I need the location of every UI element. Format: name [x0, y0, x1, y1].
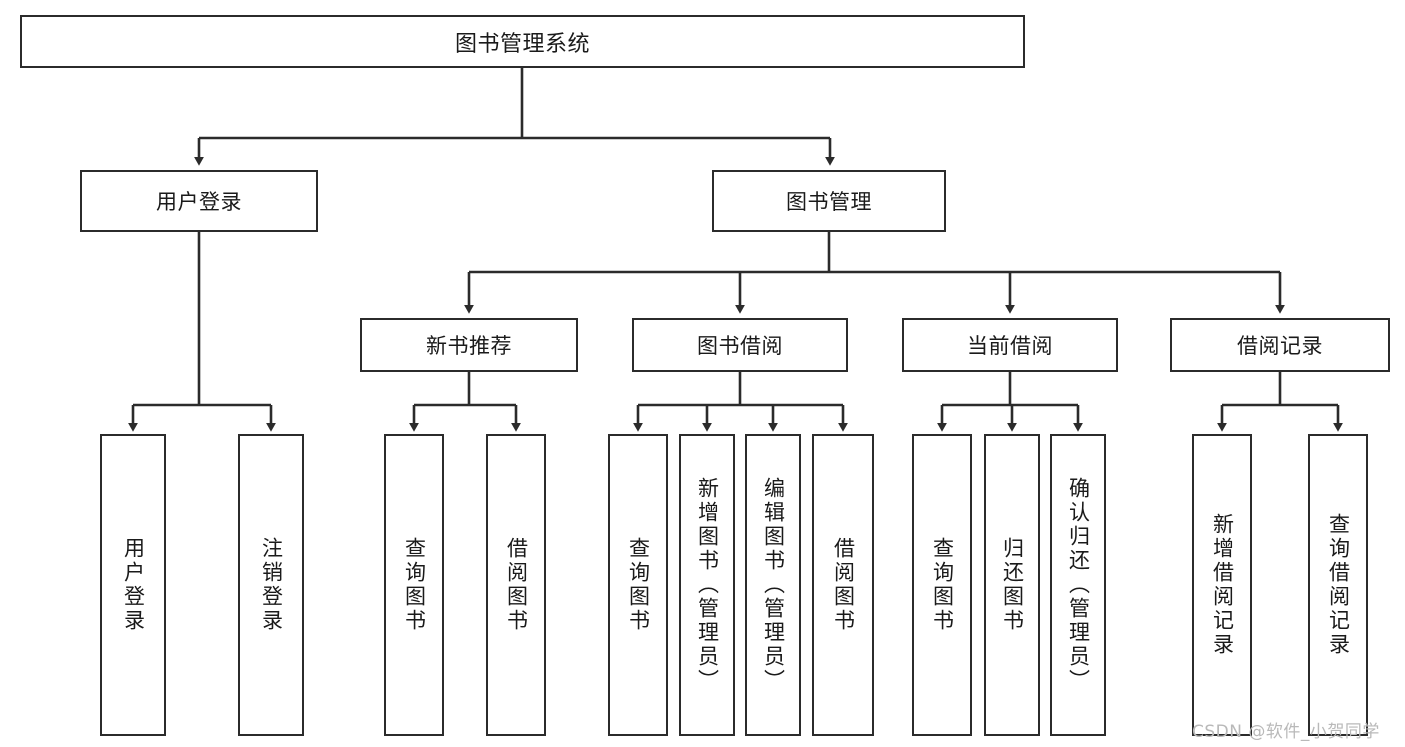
node-label: 用户登录	[156, 190, 242, 214]
node-label: 查询图书	[626, 537, 651, 633]
node-label: 用户登录	[121, 537, 146, 633]
node-label: 新增图书（管理员）	[695, 477, 720, 693]
node-book-management[interactable]: 图书管理	[712, 170, 946, 232]
leaf-borrow-books-newbook[interactable]: 借阅图书	[486, 434, 546, 736]
node-label: 借阅记录	[1237, 334, 1323, 358]
leaf-user-login[interactable]: 用户登录	[100, 434, 166, 736]
node-label: 查询图书	[930, 537, 955, 633]
leaf-borrow-books[interactable]: 借阅图书	[812, 434, 874, 736]
leaf-query-books-current[interactable]: 查询图书	[912, 434, 972, 736]
node-root-system[interactable]: 图书管理系统	[20, 15, 1025, 68]
leaf-query-borrow-record[interactable]: 查询借阅记录	[1308, 434, 1368, 736]
leaf-query-books-borrow[interactable]: 查询图书	[608, 434, 668, 736]
leaf-query-books-newbook[interactable]: 查询图书	[384, 434, 444, 736]
node-label: 图书管理系统	[454, 31, 590, 57]
node-label: 借阅图书	[831, 537, 856, 633]
node-label: 归还图书	[1000, 537, 1025, 633]
node-label: 当前借阅	[967, 334, 1053, 358]
node-label: 编辑图书（管理员）	[761, 477, 786, 693]
node-label: 新书推荐	[426, 334, 512, 358]
node-label: 确认归还（管理员）	[1066, 477, 1091, 693]
node-label: 图书管理	[786, 190, 872, 214]
leaf-add-book-admin[interactable]: 新增图书（管理员）	[679, 434, 735, 736]
node-label: 借阅图书	[504, 537, 529, 633]
leaf-add-borrow-record[interactable]: 新增借阅记录	[1192, 434, 1252, 736]
leaf-logout[interactable]: 注销登录	[238, 434, 304, 736]
leaf-confirm-return-admin[interactable]: 确认归还（管理员）	[1050, 434, 1106, 736]
node-user-login[interactable]: 用户登录	[80, 170, 318, 232]
node-new-book-recommend[interactable]: 新书推荐	[360, 318, 578, 372]
node-current-borrow[interactable]: 当前借阅	[902, 318, 1118, 372]
node-label: 新增借阅记录	[1210, 513, 1235, 657]
csdn-watermark: CSDN @软件_小贺同学	[1192, 722, 1380, 742]
node-label: 图书借阅	[697, 334, 783, 358]
node-borrow-records[interactable]: 借阅记录	[1170, 318, 1390, 372]
leaf-edit-book-admin[interactable]: 编辑图书（管理员）	[745, 434, 801, 736]
leaf-return-books[interactable]: 归还图书	[984, 434, 1040, 736]
node-label: 查询借阅记录	[1326, 513, 1351, 657]
node-label: 注销登录	[259, 537, 284, 633]
node-label: 查询图书	[402, 537, 427, 633]
node-book-borrow[interactable]: 图书借阅	[632, 318, 848, 372]
